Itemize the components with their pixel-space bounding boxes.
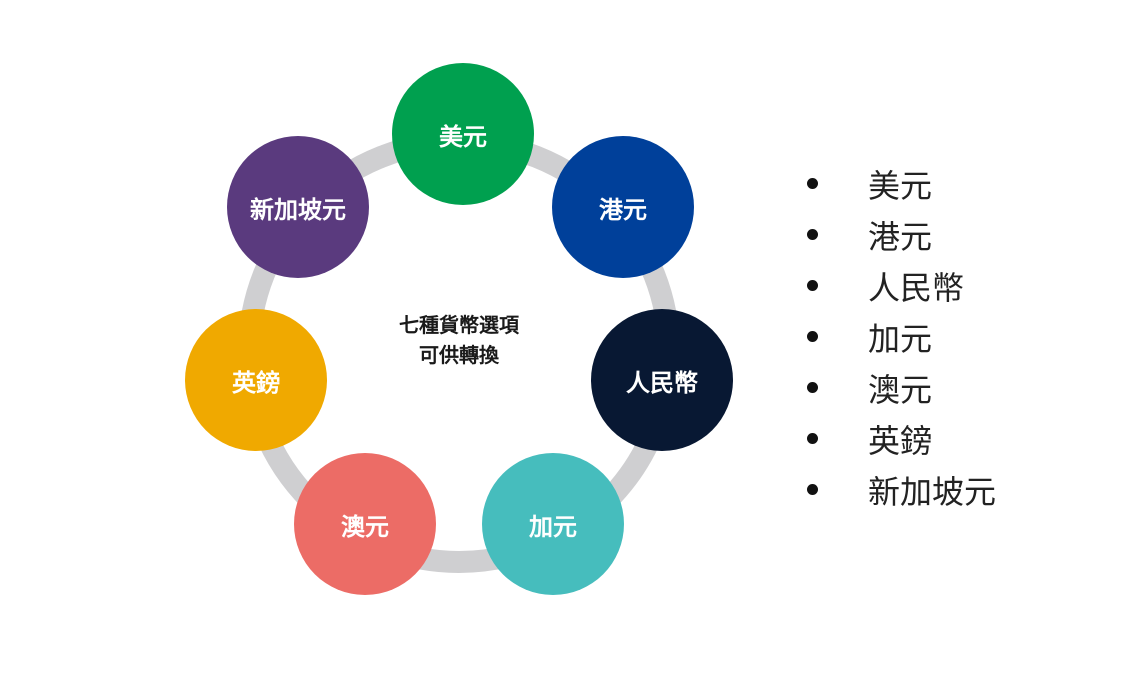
list-item: 美元 <box>805 158 996 209</box>
node-label: 新加坡元 <box>250 195 346 224</box>
node-sgd: 新加坡元 <box>227 136 369 278</box>
list-item-label: 港元 <box>868 217 933 256</box>
list-item: 新加坡元 <box>805 464 996 515</box>
list-item-label: 英鎊 <box>868 421 933 460</box>
bullet-icon <box>807 382 818 393</box>
list-item-label: 澳元 <box>868 370 933 409</box>
bullet-icon <box>807 484 818 495</box>
node-label: 人民幣 <box>626 368 698 397</box>
list-item: 加元 <box>805 311 996 362</box>
currency-list: 美元 港元 人民幣 加元 澳元 英鎊 新加坡元 <box>805 158 996 515</box>
list-item: 港元 <box>805 209 996 260</box>
list-item: 英鎊 <box>805 413 996 464</box>
list-item-label: 美元 <box>868 166 933 205</box>
node-label: 加元 <box>529 512 577 541</box>
node-usd: 美元 <box>392 63 534 205</box>
list-item: 人民幣 <box>805 260 996 311</box>
list-item-label: 加元 <box>868 319 933 358</box>
node-label: 美元 <box>439 122 487 151</box>
node-hkd: 港元 <box>552 136 694 278</box>
bullet-icon <box>807 280 818 291</box>
center-label: 七種貨幣選項 可供轉換 <box>399 310 519 370</box>
center-label-line1: 七種貨幣選項 <box>399 313 519 337</box>
node-label: 港元 <box>599 195 647 224</box>
bullet-icon <box>807 229 818 240</box>
node-cad: 加元 <box>482 453 624 595</box>
bullet-icon <box>807 433 818 444</box>
node-rmb: 人民幣 <box>591 309 733 451</box>
center-label-line2: 可供轉換 <box>419 343 499 367</box>
list-item-label: 人民幣 <box>868 268 965 307</box>
node-label: 英鎊 <box>232 368 280 397</box>
bullet-icon <box>807 178 818 189</box>
bullet-icon <box>807 331 818 342</box>
list-item: 澳元 <box>805 362 996 413</box>
node-label: 澳元 <box>341 512 389 541</box>
list-item-label: 新加坡元 <box>868 472 997 511</box>
node-aud: 澳元 <box>294 453 436 595</box>
node-gbp: 英鎊 <box>185 309 327 451</box>
